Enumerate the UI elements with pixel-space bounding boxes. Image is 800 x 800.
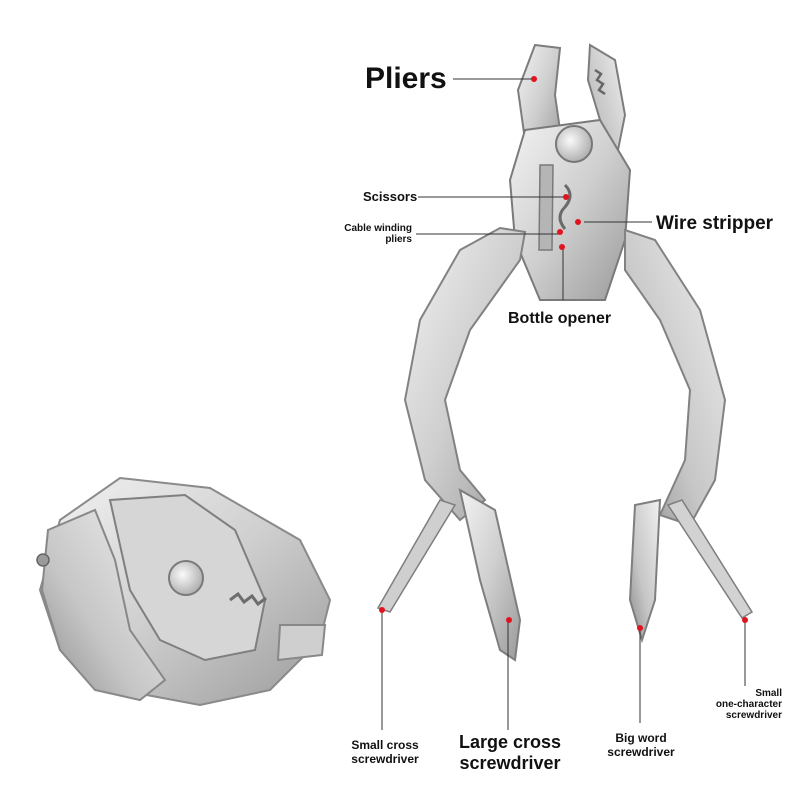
left-handle [403, 226, 527, 522]
label-small-one-character-screwdriver: Small one-character screwdriver [700, 688, 782, 721]
small-one-character-blade [666, 499, 754, 620]
jaw-teeth [594, 68, 606, 96]
marker-cable-winding [557, 229, 563, 235]
label-scissors: Scissors [363, 189, 418, 204]
label-small-one-char-line1: Small [755, 688, 782, 699]
leader-lines [381, 78, 746, 730]
folded-multitool [36, 476, 332, 707]
label-bottle-opener: Bottle opener [508, 310, 612, 327]
label-small-one-char-line3: screwdriver [725, 710, 782, 721]
open-multitool [376, 43, 754, 662]
marker-scissors [563, 194, 569, 200]
label-cable-winding-pliers: Cable winding pliers [330, 223, 412, 245]
folded-stack-edge [276, 624, 327, 662]
folded-gripper-teeth [229, 591, 267, 607]
head-slot [538, 164, 554, 251]
folded-handle-front [40, 508, 167, 702]
red-markers [379, 76, 748, 631]
small-cross-blade [376, 499, 457, 613]
cable-cutter-notch [558, 183, 572, 230]
label-pliers: Pliers [365, 62, 447, 95]
label-small-cross-line2: screwdriver [351, 752, 419, 766]
label-small-cross-line1: Small cross [351, 738, 419, 752]
label-cable-winding-line1: Cable winding [344, 223, 412, 234]
right-handle [624, 228, 727, 527]
large-cross-blade [458, 488, 522, 662]
label-cable-winding-line2: pliers [385, 234, 412, 245]
folded-pivot [168, 560, 204, 596]
label-large-cross-line2: screwdriver [459, 753, 561, 773]
folded-rivet [36, 553, 50, 567]
label-wire-stripper: Wire stripper [656, 213, 774, 234]
pliers-pivot [555, 125, 593, 163]
label-big-word-screwdriver: Big word screwdriver [598, 731, 684, 759]
marker-bottle-opener [559, 244, 565, 250]
label-large-cross-line1: Large cross [458, 732, 562, 752]
label-big-word-line1: Big word [615, 731, 667, 745]
marker-big-word [637, 625, 643, 631]
marker-wire-stripper [575, 219, 581, 225]
label-small-one-char-line2: one-character [715, 699, 782, 710]
label-large-cross-screwdriver: Large cross screwdriver [445, 732, 575, 774]
marker-small-cross [379, 607, 385, 613]
marker-pliers [531, 76, 537, 82]
big-word-blade [628, 498, 662, 644]
marker-large-cross [506, 617, 512, 623]
label-big-word-line2: screwdriver [607, 745, 675, 759]
marker-small-one-character [742, 617, 748, 623]
label-small-cross-screwdriver: Small cross screwdriver [340, 738, 430, 766]
